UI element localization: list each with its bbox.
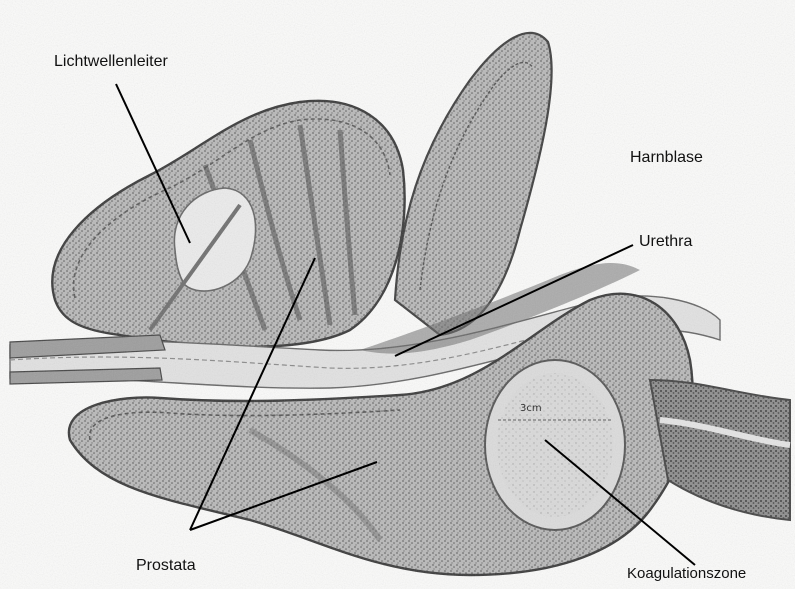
label-prostata: Prostata — [136, 558, 196, 574]
label-lichtwellenleiter: Lichtwellenleiter — [54, 54, 168, 70]
label-koagulationszone: Koagulationszone — [627, 566, 746, 581]
label-scale: 3cm — [520, 404, 542, 414]
label-harnblase: Harnblase — [630, 150, 703, 166]
label-urethra: Urethra — [639, 234, 692, 250]
